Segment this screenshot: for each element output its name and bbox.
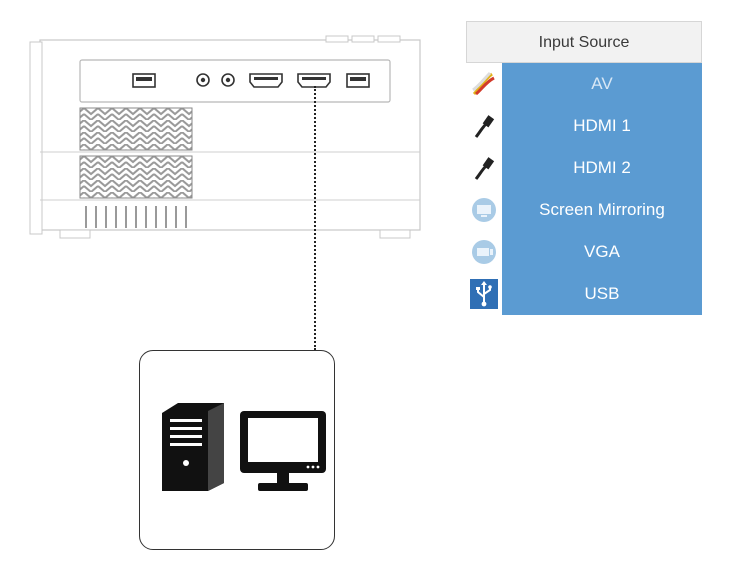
menu-item-usb[interactable]: USB	[584, 284, 620, 303]
hdmi-cable-icon	[466, 105, 502, 147]
hdmi-port-inner	[302, 77, 326, 80]
audio-jack-center	[225, 77, 231, 83]
top-button	[325, 35, 349, 43]
monitor-icon	[240, 411, 326, 491]
screen-mirroring-icon	[466, 189, 502, 231]
top-button	[351, 35, 375, 43]
projector-side-panel	[29, 41, 43, 235]
usb-port-inner	[350, 77, 366, 81]
vent-grille-upper	[79, 107, 193, 151]
usb-port-inner	[136, 77, 152, 81]
connection-line	[314, 86, 316, 350]
pc-tower-icon	[162, 403, 224, 491]
vga-icon	[466, 231, 502, 273]
menu-item-vga[interactable]: VGA	[584, 242, 620, 261]
hdmi-cable-icon	[466, 147, 502, 189]
hdmi-port-inner	[254, 77, 278, 80]
menu-item-hdmi-2[interactable]: HDMI 2	[573, 158, 631, 177]
projector-foot	[379, 229, 411, 239]
menu-title: Input Source	[466, 21, 702, 63]
menu-list: AV HDMI 1 HDMI 2 Screen Mirroring VGA US…	[502, 63, 702, 315]
audio-jack-center	[200, 77, 206, 83]
hdmi-port-icon	[249, 73, 283, 88]
vent-grille-lower	[79, 155, 193, 199]
top-button	[377, 35, 401, 43]
computer-box	[139, 350, 335, 550]
usb-icon	[466, 273, 502, 315]
projector-rear-panel	[29, 35, 421, 239]
menu-item-av[interactable]: AV	[591, 74, 613, 93]
menu-item-screen-mirroring[interactable]: Screen Mirroring	[539, 200, 665, 219]
menu-icon-column	[466, 63, 502, 315]
vent-slots	[85, 206, 187, 228]
av-cable-icon	[466, 63, 502, 105]
input-source-menu: Input Source	[466, 21, 702, 315]
port-panel	[79, 59, 391, 103]
menu-item-hdmi-1[interactable]: HDMI 1	[573, 116, 631, 135]
projector-foot	[59, 229, 91, 239]
